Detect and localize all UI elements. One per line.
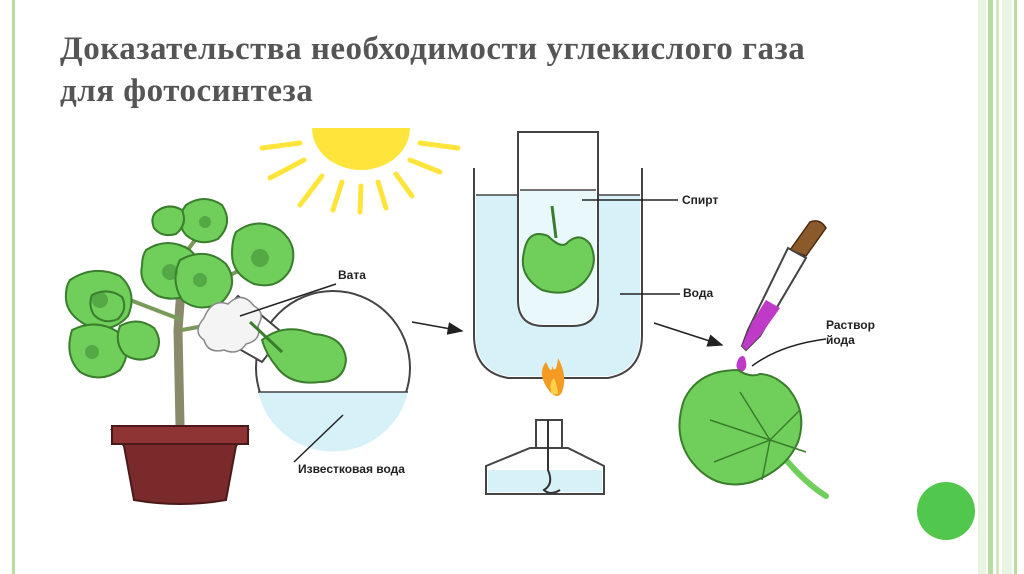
plant-icon [64, 198, 295, 505]
label-alcohol: Спирт [682, 193, 719, 207]
slide-border-right [978, 0, 1024, 574]
beaker-icon [473, 131, 643, 379]
label-lime-water: Известковая вода [298, 462, 405, 476]
label-iodine-line2: йода [826, 333, 855, 347]
label-iodine-line1: Раствор [826, 318, 875, 332]
flask-icon [197, 290, 411, 452]
slide-title: Доказательства необходимости углекислого… [60, 31, 806, 109]
decorative-circle [917, 482, 975, 540]
leaf-icon [678, 368, 829, 499]
process-arrows [411, 321, 724, 347]
sun-icon [259, 128, 461, 215]
slide-border-left [12, 0, 15, 574]
burner-icon [485, 358, 605, 495]
pipette-icon [736, 220, 827, 372]
leader-lines [239, 199, 827, 463]
label-cotton: Вата [338, 268, 366, 282]
label-water: Вода [683, 286, 714, 300]
